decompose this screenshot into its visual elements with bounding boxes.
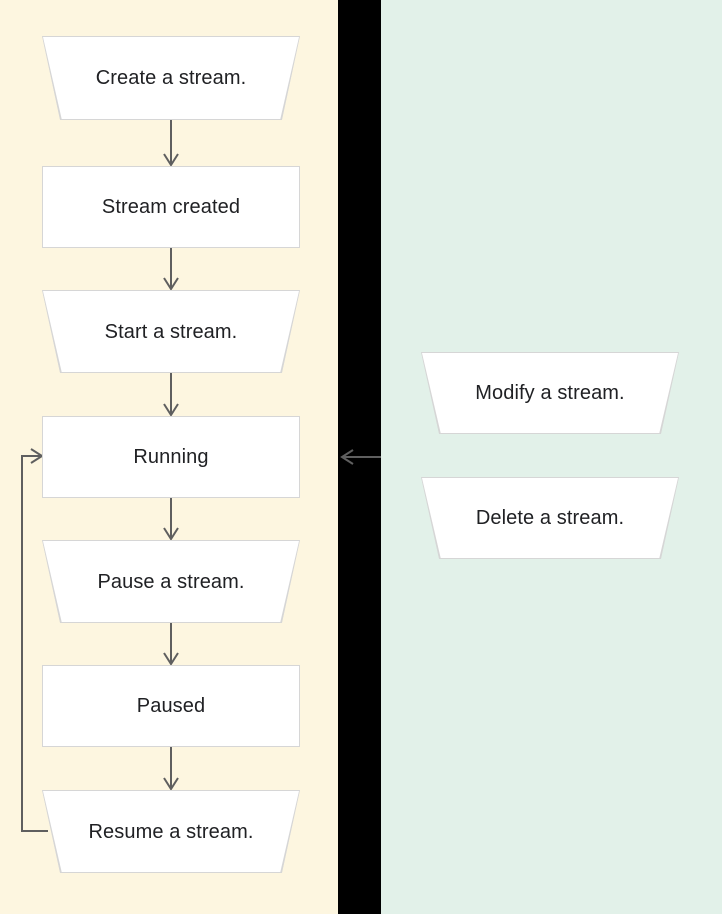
node-resume-stream[interactable]: Resume a stream. [42,790,300,873]
node-label: Start a stream. [104,320,238,343]
node-face [422,353,678,433]
node-label: Pause a stream. [97,570,245,593]
node-delete-stream[interactable]: Delete a stream. [421,477,679,559]
node-face [43,291,299,372]
node-label: Delete a stream. [475,507,625,529]
node-create-stream[interactable]: Create a stream. [42,36,300,120]
node-label: Create a stream. [95,67,247,89]
node-start-stream[interactable]: Start a stream. [42,290,300,373]
node-face [422,478,678,558]
node-face [43,791,299,872]
node-stream-created[interactable]: Stream created [42,166,300,248]
node-modify-stream[interactable]: Modify a stream. [421,352,679,434]
node-label: Paused [136,695,206,717]
node-paused[interactable]: Paused [42,665,300,747]
node-face [43,37,299,119]
node-label: Modify a stream. [475,382,625,404]
node-running[interactable]: Running [42,416,300,498]
node-label: Running [133,446,209,468]
node-face [43,541,299,622]
panel-divider [338,0,381,914]
node-pause-stream[interactable]: Pause a stream. [42,540,300,623]
node-label: Resume a stream. [88,820,254,843]
stream-operations-panel [381,0,722,914]
node-label: Stream created [101,196,241,218]
